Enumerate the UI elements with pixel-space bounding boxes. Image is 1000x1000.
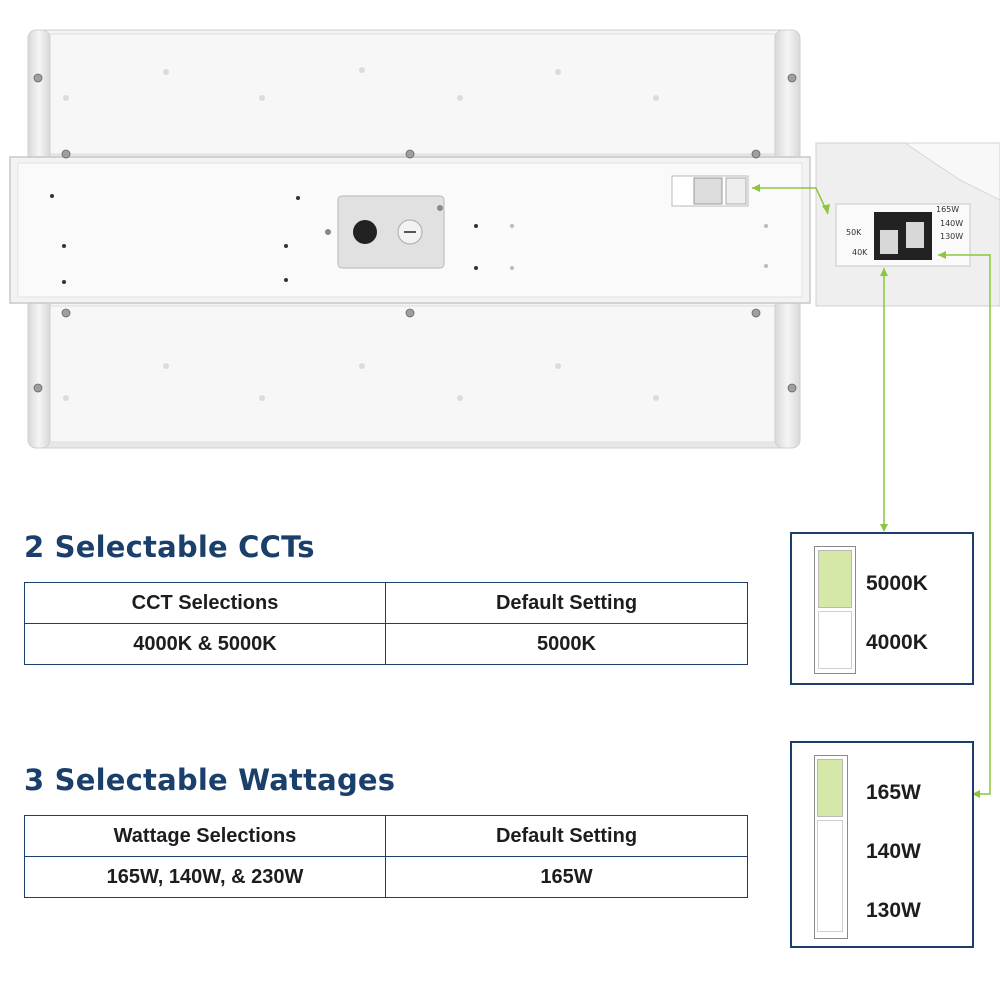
inset-label-140w: 140W — [940, 219, 964, 228]
cct-table: CCT Selections Default Setting 4000K & 5… — [24, 582, 748, 665]
table-cell: 5000K — [385, 623, 748, 665]
cct-switch-slider — [814, 546, 856, 674]
inset-label-40k: 40K — [852, 248, 868, 257]
inset-label-130w: 130W — [940, 232, 964, 241]
wattage-option-140w: 140W — [866, 840, 921, 863]
wattage-switch-selected-position — [817, 759, 843, 817]
cct-heading: 2 Selectable CCTs — [24, 530, 315, 564]
table-header-cell: Default Setting — [385, 582, 748, 624]
wattage-heading: 3 Selectable Wattages — [24, 763, 396, 797]
table-header-row: Wattage Selections Default Setting — [24, 815, 748, 857]
arrow-plate-to-inset — [752, 187, 829, 215]
inset-label-50k: 50K — [846, 228, 862, 237]
table-header-cell: Default Setting — [385, 815, 748, 857]
cct-switch-diagram: 5000K 4000K — [790, 532, 974, 685]
cct-switch-selected-position — [818, 550, 852, 608]
table-header-row: CCT Selections Default Setting — [24, 582, 748, 624]
table-header-cell: Wattage Selections — [24, 815, 386, 857]
knockout-hole — [353, 220, 377, 244]
table-row: 165W, 140W, & 230W 165W — [24, 856, 748, 898]
table-row: 4000K & 5000K 5000K — [24, 623, 748, 665]
wattage-option-130w: 130W — [866, 899, 921, 922]
wattage-option-165w: 165W — [866, 781, 921, 804]
wattage-table: Wattage Selections Default Setting 165W,… — [24, 815, 748, 898]
arrow-wattage — [938, 254, 991, 795]
cct-option-4000k: 4000K — [866, 631, 928, 654]
fixture-photo — [9, 29, 1000, 449]
table-cell: 165W — [385, 856, 748, 898]
junction-box — [337, 195, 445, 269]
cct-option-5000k: 5000K — [866, 572, 928, 595]
wattage-switch-diagram: 165W 140W 130W — [790, 741, 974, 948]
inset-label-165w: 165W — [936, 205, 960, 214]
wattage-switch-slider — [814, 755, 848, 939]
table-cell: 4000K & 5000K — [24, 623, 386, 665]
table-header-cell: CCT Selections — [24, 582, 386, 624]
table-cell: 165W, 140W, & 230W — [24, 856, 386, 898]
